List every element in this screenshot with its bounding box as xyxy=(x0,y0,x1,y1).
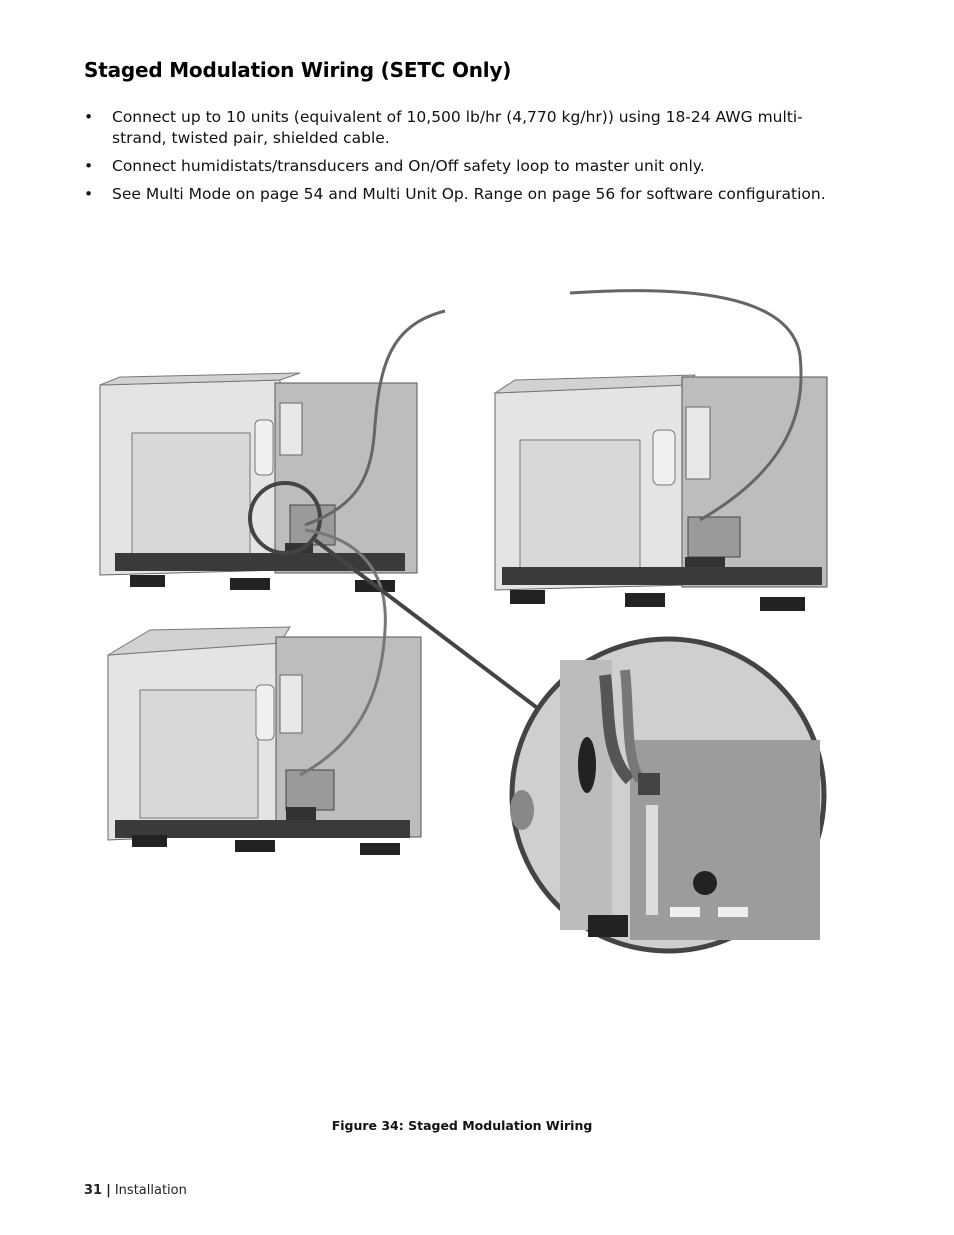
detail-leader-line xyxy=(313,538,542,712)
bullet-icon: • xyxy=(84,185,94,203)
humidifier-unit-1 xyxy=(99,372,418,592)
page-footer: 31|Installation xyxy=(84,1183,187,1198)
interconnect-cable xyxy=(569,289,803,522)
bullet-icon: • xyxy=(84,108,94,126)
figure-caption: Figure 34: Staged Modulation Wiring xyxy=(331,1118,593,1133)
footer-separator: | xyxy=(106,1183,111,1198)
footer-section: Installation xyxy=(114,1183,187,1198)
interconnect-cable xyxy=(304,309,446,527)
instruction-list: •Connect up to 10 units (equivalent of 1… xyxy=(84,107,854,212)
bullet-item: •See Multi Mode on page 54 and Multi Uni… xyxy=(84,185,826,203)
page-heading: Staged Modulation Wiring (SETC Only) xyxy=(84,58,512,82)
wiring-detail-zoom xyxy=(509,636,827,954)
interconnect-cable xyxy=(299,528,387,777)
bullet-item: •Connect up to 10 units (equivalent of 1… xyxy=(84,108,803,147)
humidifier-unit-3 xyxy=(107,626,422,855)
humidifier-unit-2 xyxy=(493,374,828,611)
wiring-illustration xyxy=(99,289,828,954)
bullet-icon: • xyxy=(84,157,94,175)
page-number: 31 xyxy=(84,1183,103,1198)
bullet-item: •Connect humidistats/transducers and On/… xyxy=(84,157,705,175)
